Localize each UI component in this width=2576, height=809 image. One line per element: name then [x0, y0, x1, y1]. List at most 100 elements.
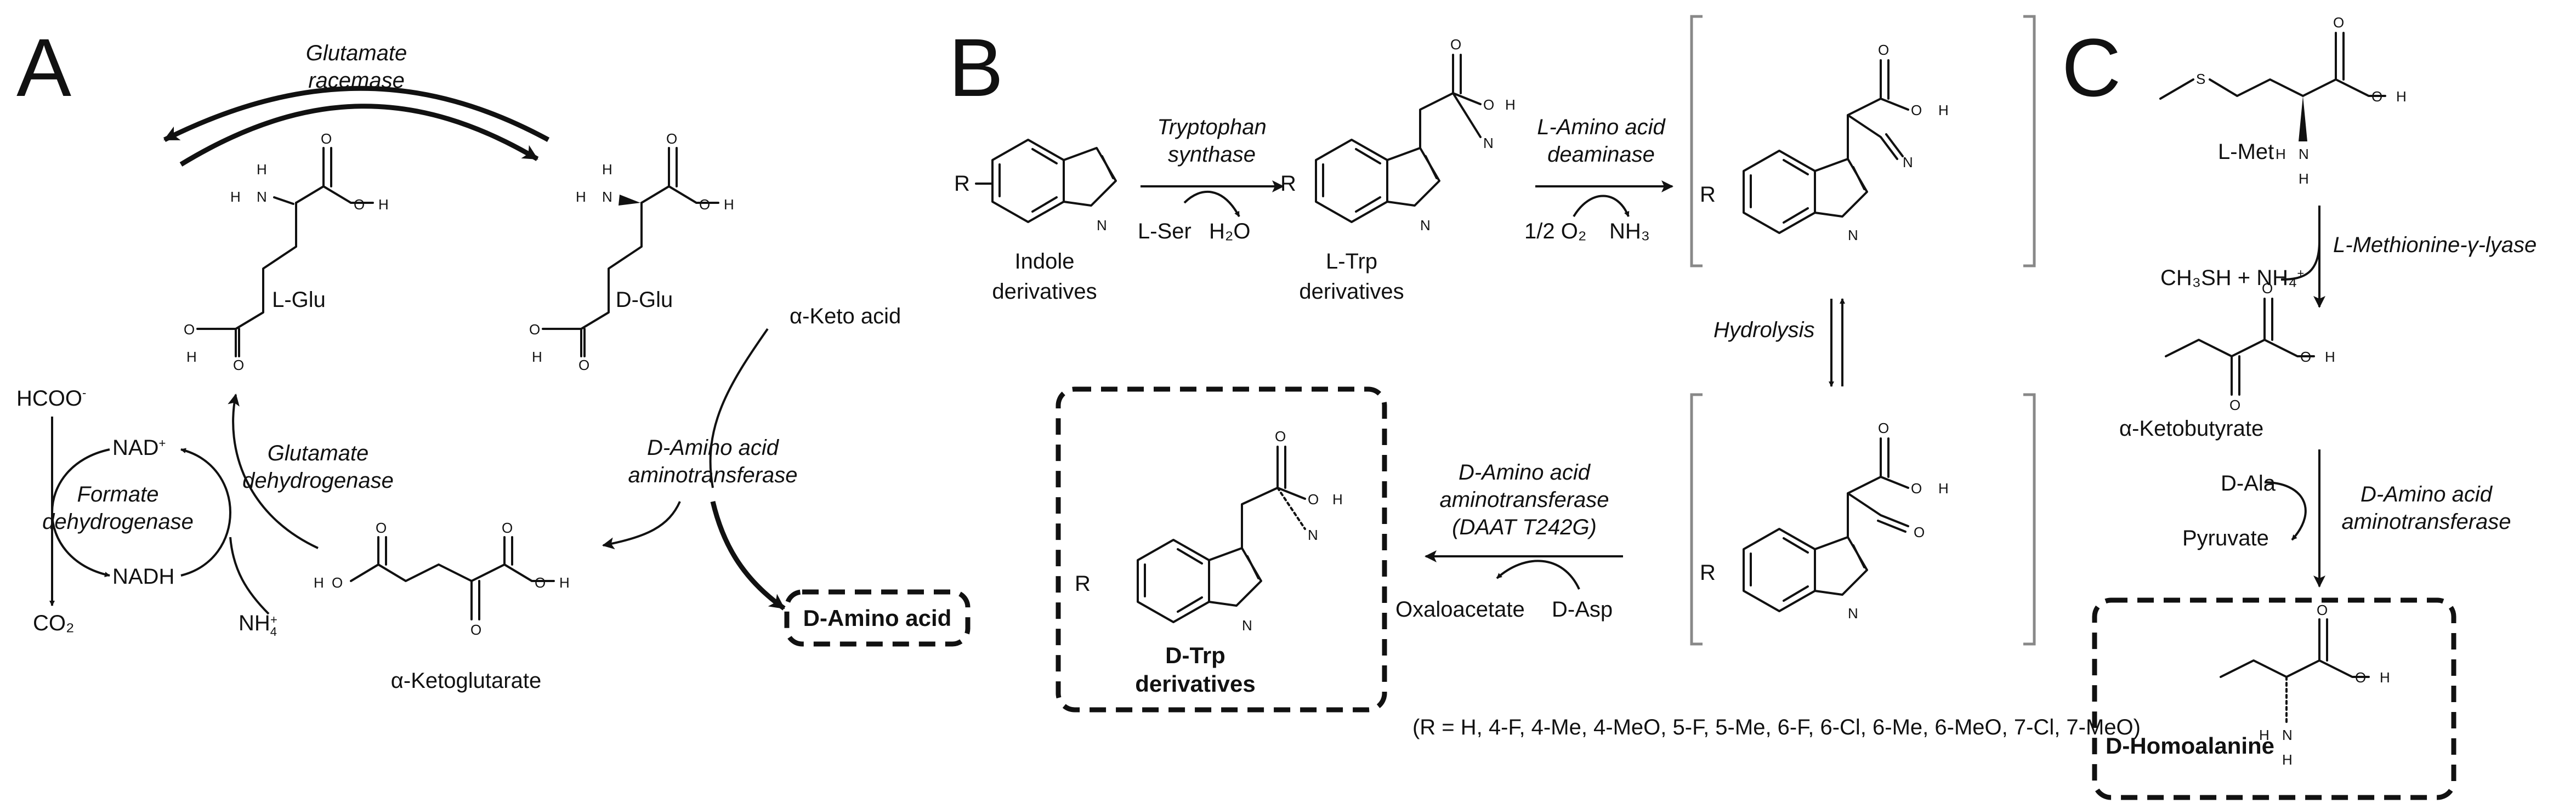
mgl-byproduct-curve	[2280, 241, 2320, 281]
fdh-label-1: Formate	[77, 482, 159, 506]
daat-b-label-2: aminotransferase	[1439, 488, 1609, 512]
gdh-label-2: dehydrogenase	[242, 469, 394, 493]
svg-text:H: H	[1332, 491, 1343, 508]
alpha-ketoglutarate-label: α-Ketoglutarate	[391, 669, 541, 693]
dglu-to-akg-arrow	[602, 501, 681, 550]
svg-text:O: O	[1914, 524, 1925, 540]
racemase-forward-arrow	[179, 104, 539, 167]
svg-text:N: N	[2299, 146, 2309, 162]
svg-text:H: H	[576, 189, 586, 205]
dasp-label: D-Asp	[1552, 597, 1613, 622]
svg-text:H: H	[2396, 88, 2407, 105]
svg-text:N: N	[1097, 217, 1107, 233]
svg-text:O: O	[535, 574, 546, 591]
svg-text:R: R	[954, 172, 970, 196]
svg-text:H: H	[559, 574, 570, 591]
svg-text:H: H	[1938, 102, 1949, 118]
nh3-label: NH₃	[1609, 219, 1650, 243]
svg-text:O: O	[1275, 428, 1286, 445]
hydrolysis-label: Hydrolysis	[1713, 318, 1814, 342]
svg-text:N: N	[1242, 617, 1252, 634]
daat-a-label-2: aminotransferase	[628, 463, 797, 487]
svg-text:R: R	[1075, 572, 1091, 596]
svg-text:N: N	[1483, 135, 1494, 151]
alpha-keto-acid-label: α-Keto acid	[790, 304, 901, 328]
alpha-ketobutyrate-structure: O O H O	[2165, 280, 2335, 413]
svg-text:N: N	[257, 189, 267, 205]
dala-pyruvate-curve	[2264, 481, 2307, 541]
svg-text:H: H	[602, 161, 612, 178]
svg-text:O: O	[184, 321, 195, 338]
panel-b: B R N Indole derivatives Tryptophan synt…	[949, 15, 2141, 739]
svg-text:O: O	[529, 321, 540, 338]
svg-text:R: R	[1280, 172, 1296, 196]
svg-text:N: N	[1420, 217, 1431, 233]
keto-acid-input-curve	[709, 328, 769, 488]
glutamate-racemase-label-1: Glutamate	[306, 41, 407, 65]
d-homoalanine-label: D-Homoalanine	[2106, 733, 2274, 759]
svg-text:N: N	[1848, 605, 1858, 622]
svg-text:H: H	[257, 161, 267, 178]
glutamate-racemase-label-2: racemase	[308, 69, 405, 93]
d-amino-acid-product-box	[784, 589, 971, 647]
svg-text:H: H	[230, 189, 241, 205]
svg-text:H: H	[532, 349, 542, 365]
panel-b-label: B	[949, 21, 1003, 113]
svg-text:O: O	[666, 130, 677, 147]
svg-text:O: O	[1911, 480, 1922, 497]
pyruvate-label: Pyruvate	[2182, 526, 2269, 550]
svg-text:N: N	[1903, 154, 1913, 170]
d-homoalanine-product-box	[2092, 597, 2456, 800]
imino-acid-structure	[1743, 150, 1868, 234]
svg-text:O: O	[233, 357, 244, 373]
h2o-label: H₂O	[1209, 219, 1251, 243]
l-trp-label-1: L-Trp	[1326, 249, 1377, 274]
svg-text:N: N	[1308, 527, 1318, 543]
svg-text:O: O	[1483, 96, 1494, 113]
d-trp-label-1: D-Trp	[1165, 642, 1225, 668]
l-trp-structure	[1315, 139, 1440, 223]
imino-brackets	[1690, 15, 2036, 267]
d-homoalanine-structure: O O H N H H	[2220, 602, 2390, 768]
dasp-oxaloacetate-curve	[1496, 560, 1580, 590]
svg-text:H: H	[1938, 480, 1949, 497]
svg-text:S: S	[2196, 71, 2205, 87]
d-trp-structure	[1137, 539, 1262, 623]
d-trp-label-2: derivatives	[1135, 671, 1255, 697]
svg-text:H: H	[2259, 727, 2269, 743]
r-substituents-list: (R = H, 4-F, 4-Me, 4-MeO, 5-F, 5-Me, 6-F…	[1412, 715, 2141, 739]
svg-text:H: H	[186, 349, 197, 365]
svg-text:H: H	[2282, 751, 2293, 768]
formate-label: HCOO-	[16, 386, 86, 411]
daat-b-label-3: (DAAT T242G)	[1452, 515, 1597, 539]
gdh-arrow	[228, 394, 319, 549]
l-met-structure: S O O H N H H	[2159, 14, 2407, 187]
svg-text:O: O	[2333, 14, 2344, 31]
indole-label-2: derivatives	[992, 280, 1097, 304]
nad-label: NAD+	[112, 436, 166, 460]
svg-text:H: H	[378, 196, 389, 213]
svg-text:N: N	[602, 189, 612, 205]
svg-text:H: H	[2299, 170, 2309, 187]
trp-synthase-label-2: synthase	[1168, 143, 1256, 167]
d-amino-acid-product-label: D-Amino acid	[803, 605, 952, 631]
laad-label-2: deaminase	[1547, 143, 1655, 167]
svg-text:R: R	[1700, 561, 1716, 585]
dala-label: D-Ala	[2221, 471, 2276, 495]
svg-text:H: H	[314, 574, 324, 591]
daat-c-label-2: aminotransferase	[2341, 510, 2511, 534]
svg-text:H: H	[2276, 146, 2286, 162]
svg-text:O: O	[2262, 280, 2273, 297]
svg-text:N: N	[2282, 727, 2293, 743]
svg-text:O: O	[376, 520, 387, 536]
svg-text:O: O	[1911, 102, 1922, 118]
alpha-ketobutyrate-label: α-Ketobutyrate	[2119, 417, 2263, 441]
lser-h2o-curve	[1183, 191, 1240, 217]
nadh-label: NADH	[112, 565, 174, 589]
svg-text:O: O	[1308, 491, 1319, 508]
svg-text:N: N	[1848, 227, 1858, 243]
oxaloacetate-label: Oxaloacetate	[1395, 597, 1525, 622]
indole-label-1: Indole	[1015, 249, 1075, 274]
svg-text:O: O	[1878, 42, 1889, 58]
